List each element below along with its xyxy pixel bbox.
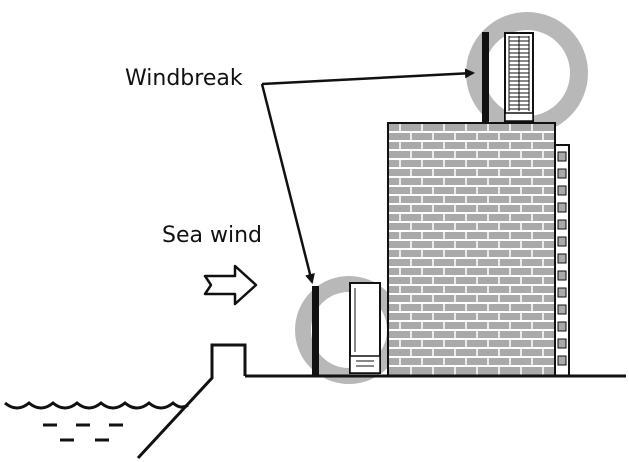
water-dashes [43,423,123,442]
ground-outdoor-unit [349,282,381,374]
roof-unit-grille [508,36,530,111]
wind-arrow-icon [203,264,258,306]
leader-line-ground [260,83,315,284]
roof-windbreak [482,32,489,123]
roof-outdoor-unit [504,32,534,122]
sea-waves [4,401,189,410]
side-windows [557,151,567,366]
building [387,122,570,377]
brick-mortar-lines [389,124,554,375]
ground-windbreak [312,286,319,376]
seawall [136,343,247,460]
leader-line-roof [261,68,475,86]
windbreak-label: Windbreak [125,66,243,91]
sea-wind-label: Sea wind [162,223,262,248]
